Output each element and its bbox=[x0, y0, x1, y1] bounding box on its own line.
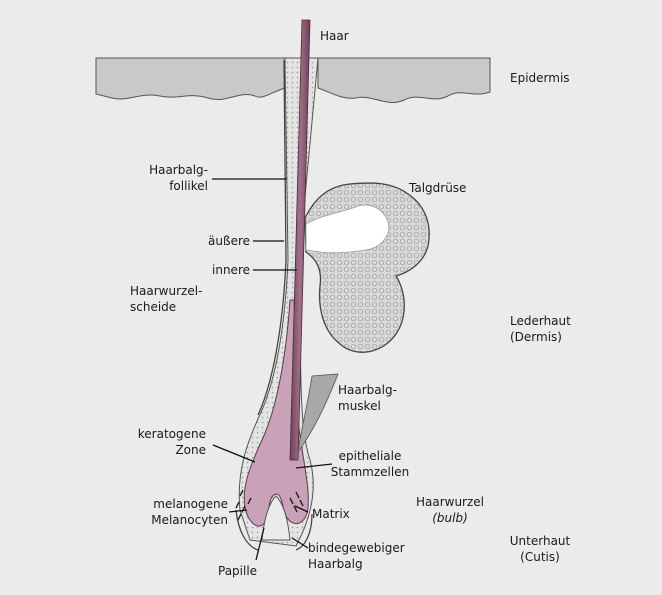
label-epitheliale-stammzellen: epitheliale Stammzellen bbox=[330, 449, 410, 479]
papilla bbox=[261, 495, 291, 541]
label-haarwurzel: Haarwurzel (bulb) bbox=[415, 495, 485, 525]
label-haar: Haar bbox=[320, 29, 349, 43]
label-epidermis: Epidermis bbox=[510, 71, 570, 85]
epidermis-layer-right bbox=[317, 57, 491, 103]
label-unterhaut: Unterhaut (Cutis) bbox=[509, 534, 571, 564]
arrector-pili-muscle bbox=[297, 373, 339, 453]
label-innere: innere bbox=[212, 263, 250, 277]
sebaceous-gland-center bbox=[305, 204, 390, 254]
epidermis-layer bbox=[95, 57, 286, 100]
connective-tissue-sheath bbox=[235, 509, 313, 551]
label-haarbalgmuskel: Haarbalg- muskel bbox=[338, 383, 397, 413]
label-melanogene-melanocyten: melanogene Melanocyten bbox=[151, 497, 228, 527]
label-talgdruese: Talgdrüse bbox=[409, 181, 467, 195]
label-haarwurzelscheide: Haarwurzel- scheide bbox=[130, 284, 203, 314]
leader-lines bbox=[212, 178, 333, 561]
label-keratogene-zone: keratogene Zone bbox=[137, 427, 206, 457]
label-bindegewebiger-haarbalg: bindegewebiger Haarbalg bbox=[308, 541, 405, 571]
label-papille: Papille bbox=[218, 564, 258, 578]
hair-shaft bbox=[289, 19, 311, 461]
label-haarbalgfollikel: Haarbalg- follikel bbox=[149, 163, 208, 193]
label-lederhaut: Lederhaut (Dermis) bbox=[510, 314, 571, 344]
follicle-wall bbox=[257, 59, 287, 416]
label-aeussere: äußere bbox=[208, 234, 250, 248]
label-matrix: Matrix bbox=[312, 507, 350, 521]
melanocyte-marks bbox=[235, 489, 304, 521]
